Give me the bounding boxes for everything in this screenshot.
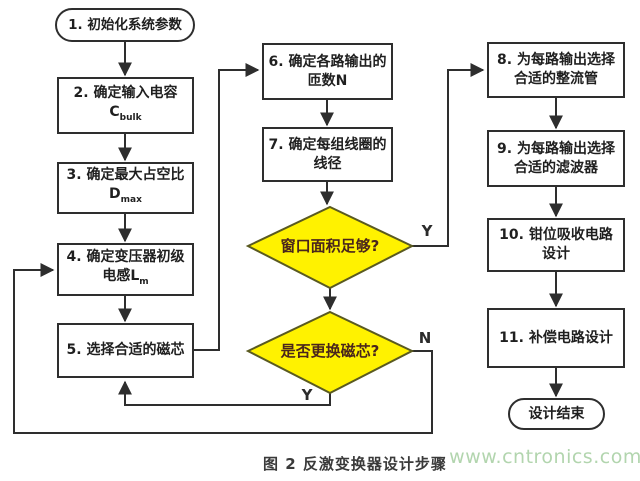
step-8-line2: 合适的整流管 [514,71,598,87]
step-10-line2: 设计 [542,246,570,262]
step-5-box: 5. 选择合适的磁芯 [57,323,194,378]
figure-caption: 图 2 反激变换器设计步骤 [263,455,447,473]
branch-label-decision2-yes: Y [301,386,313,404]
start-terminator: 1. 初始化系统参数 [55,8,195,42]
start-label: 1. 初始化系统参数 [68,16,182,33]
decision-replace-core-label: 是否更换磁芯? [280,342,380,360]
step-8-box: 8. 为每路输出选择 合适的整流管 [487,42,625,98]
step-11-label: 11. 补偿电路设计 [499,329,613,346]
step-9-line1: 9. 为每路输出选择 [497,140,615,157]
decision-window-area-label: 窗口面积足够? [280,237,380,255]
step-7-box: 7. 确定每组线圈的 线径 [262,127,393,182]
step-6-line1: 6. 确定各路输出的 [268,53,387,70]
connector-step5-to-step6 [194,63,260,351]
watermark-text: www.cntronics.com [449,446,640,468]
step-2-box: 2. 确定输入电容 Cbulk [57,77,194,134]
step-4-box: 4. 确定变压器初级 电感Lm [57,243,194,296]
connector-decision1-yes-to-step8 [412,63,485,247]
step-5-label: 5. 选择合适的磁芯 [66,342,185,358]
step-9-line2: 合适的滤波器 [514,159,598,176]
step-6-box: 6. 确定各路输出的 匝数N [262,43,393,100]
step-7-line1: 7. 确定每组线圈的 [268,136,387,153]
step-7-line2: 线径 [313,155,342,172]
step-8-line1: 8. 为每路输出选择 [497,52,615,68]
step-4-line2: 电感Lm [102,267,149,287]
step-10-line1: 10. 钳位吸收电路 [499,227,613,243]
step-4-line1: 4. 确定变压器初级 [66,248,185,265]
step-10-box: 10. 钳位吸收电路 设计 [487,218,625,272]
branch-label-decision1-yes: Y [421,222,433,240]
end-label: 设计结束 [528,405,585,422]
step-2-line1: 2. 确定输入电容 [73,84,178,101]
step-3-line2: Dmax [109,186,142,205]
step-2-line2: Cbulk [109,103,142,123]
step-3-box: 3. 确定最大占空比 Dmax [57,162,194,214]
step-6-line2: 匝数N [307,72,348,89]
end-terminator: 设计结束 [508,398,605,430]
step-11-box: 11. 补偿电路设计 [487,308,625,368]
branch-label-decision2-no: N [418,329,432,347]
step-3-line1: 3. 确定最大占空比 [66,167,185,184]
step-9-box: 9. 为每路输出选择 合适的滤波器 [487,130,625,187]
